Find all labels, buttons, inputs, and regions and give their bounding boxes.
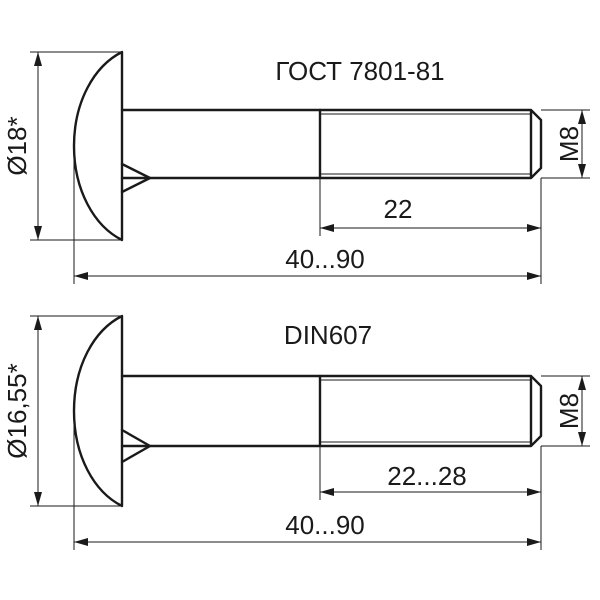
- top-thread-length-label: 22: [384, 194, 413, 224]
- top-bolt-head: [72, 50, 124, 242]
- bottom-thread-length-extension: [319, 446, 542, 500]
- bottom-bolt-thread: [318, 374, 543, 448]
- bottom-total-length-arrow-left: [74, 538, 88, 546]
- bottom-standard-label: DIN607: [284, 320, 372, 350]
- top-bolt: Ø18* M8 22 40...90 ГОСТ 7801-81: [2, 50, 590, 284]
- top-total-length-arrow-right: [527, 272, 541, 280]
- top-total-length-arrow-left: [74, 272, 88, 280]
- top-thread-arrow-up: [578, 110, 586, 124]
- bottom-total-length-arrow-right: [527, 538, 541, 546]
- bottom-diameter-label: Ø16,55*: [2, 363, 32, 458]
- top-standard-label: ГОСТ 7801-81: [275, 56, 444, 86]
- top-thread-arrow-down: [578, 164, 586, 178]
- top-total-length-extension: [73, 146, 542, 284]
- bottom-thread-length-arrow-right: [527, 488, 541, 496]
- bottom-diameter-arrow-down: [34, 492, 42, 506]
- top-bolt-shank: [120, 108, 322, 180]
- bottom-bolt-shank: [120, 374, 322, 448]
- top-thread-length-arrow-right: [527, 224, 541, 232]
- bottom-diameter-extension: [30, 315, 122, 507]
- top-thread-length-arrow-left: [320, 224, 334, 232]
- top-bolt-thread-root: [320, 113, 531, 175]
- top-bolt-thread: [318, 108, 543, 180]
- bottom-total-length-label: 40...90: [285, 510, 365, 540]
- top-diameter-label: Ø18*: [2, 116, 32, 175]
- top-diameter-arrow-down: [34, 226, 42, 240]
- bottom-total-length-extension: [73, 411, 542, 550]
- top-thread-length-extension: [319, 178, 542, 236]
- bottom-bolt-head: [72, 314, 124, 508]
- bottom-diameter-arrow-up: [34, 316, 42, 330]
- top-diameter-extension: [30, 51, 122, 241]
- bottom-thread-arrow-down: [578, 432, 586, 446]
- top-total-length-label: 40...90: [285, 244, 365, 274]
- bottom-bolt: Ø16,55* M8 22...28 40...90 DIN607: [2, 314, 590, 550]
- bottom-thread-length-arrow-left: [320, 488, 334, 496]
- bottom-bolt-thread-root: [320, 379, 531, 443]
- bottom-thread-label: M8: [554, 393, 584, 429]
- top-thread-label: M8: [554, 126, 584, 162]
- bottom-thread-length-label: 22...28: [387, 461, 467, 491]
- top-diameter-arrow-up: [34, 52, 42, 66]
- bottom-thread-arrow-up: [578, 376, 586, 390]
